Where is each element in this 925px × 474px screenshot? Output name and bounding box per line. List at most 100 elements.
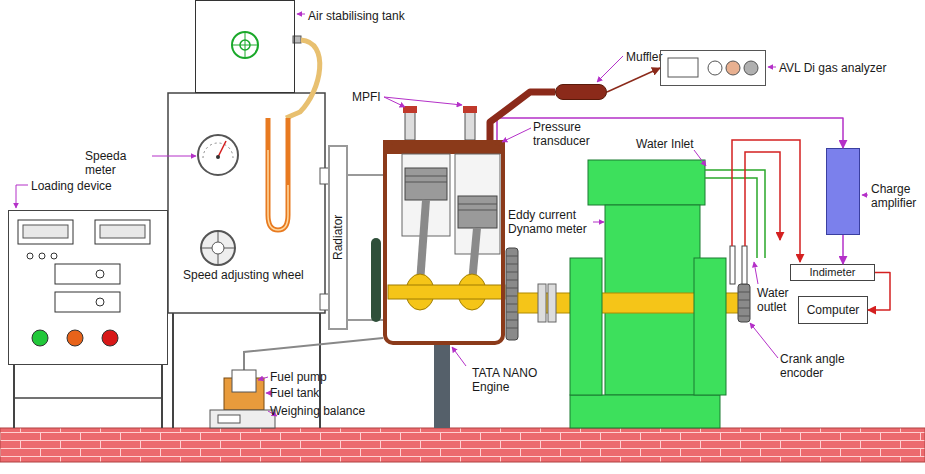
analyzer-detail bbox=[708, 61, 722, 75]
water-lines bbox=[705, 170, 765, 258]
loading-device-detail bbox=[161, 365, 163, 428]
leader-line bbox=[16, 185, 28, 208]
manometer bbox=[268, 150, 288, 230]
fuel-system bbox=[218, 415, 240, 423]
speed-adjusting-wheel bbox=[201, 231, 235, 265]
engine-cutaway bbox=[405, 168, 447, 200]
engine-cutaway bbox=[458, 210, 497, 211]
fuel-system bbox=[210, 338, 383, 428]
bearing-pedestal bbox=[570, 258, 602, 395]
speed-adjusting-wheel bbox=[201, 248, 212, 249]
loading-device-detail bbox=[32, 330, 48, 346]
engine-cutaway bbox=[420, 200, 426, 283]
speed-adjusting-wheel bbox=[212, 242, 224, 254]
computer-box: Computer bbox=[798, 296, 868, 324]
analyzer-detail bbox=[668, 58, 698, 77]
fuel-system bbox=[244, 338, 383, 372]
air-stabilising-tank: Air stabilising tank bbox=[195, 0, 295, 93]
engine-cutaway bbox=[388, 285, 505, 299]
engine-cutaway bbox=[405, 176, 447, 177]
bearing-pedestal bbox=[694, 258, 726, 395]
crank-angle-encoder bbox=[730, 246, 735, 284]
engine-block: TATA NANO Engine bbox=[383, 140, 505, 345]
part-label: Speeda meter bbox=[85, 149, 155, 177]
part-label: MPFI bbox=[352, 90, 392, 104]
speed-adjusting-wheel bbox=[218, 231, 219, 242]
air-tank-detail bbox=[232, 32, 320, 118]
speedometer bbox=[218, 141, 226, 157]
instrument-stand bbox=[172, 313, 174, 428]
part-label: Speed adjusting wheel bbox=[183, 268, 318, 282]
leader-line bbox=[593, 222, 604, 223]
loading-device-detail bbox=[95, 220, 150, 244]
speed-adjusting-wheel bbox=[224, 248, 235, 249]
manometer bbox=[268, 118, 288, 230]
bearing-pedestal bbox=[570, 258, 726, 395]
muffler: Muffler bbox=[555, 84, 607, 100]
analyzer-detail bbox=[726, 61, 740, 75]
part-label: Muffler bbox=[626, 50, 686, 64]
leader-line bbox=[258, 377, 268, 380]
part-label: Air stabilising tank bbox=[308, 9, 438, 23]
crank-angle-encoder bbox=[738, 292, 750, 316]
engine-cutaway bbox=[458, 204, 497, 205]
part-label: Weighing balance bbox=[270, 404, 370, 418]
part-label: Loading device bbox=[31, 179, 151, 193]
part-label: Water outlet bbox=[757, 286, 802, 314]
leader-line bbox=[750, 323, 778, 358]
flywheel-gear bbox=[506, 248, 518, 340]
speedometer bbox=[216, 155, 220, 159]
crank-angle-encoder bbox=[738, 284, 750, 322]
loading-device-detail bbox=[8, 210, 168, 365]
water-lines bbox=[705, 178, 757, 258]
leader-line bbox=[16, 14, 868, 416]
charge-amplifier: Charge amplifier bbox=[826, 148, 860, 235]
part-label: Crank angle encoder bbox=[780, 352, 855, 380]
part-label: Indimeter bbox=[791, 265, 874, 280]
loading-device-detail bbox=[23, 225, 68, 238]
speedometer bbox=[198, 135, 238, 175]
leader-line bbox=[152, 156, 196, 157]
part-label: Eddy current Dynamo meter bbox=[508, 208, 592, 236]
leader-line bbox=[502, 128, 531, 142]
engine-cutaway bbox=[463, 106, 477, 113]
loading-device-detail bbox=[39, 253, 45, 259]
coolant-pipe bbox=[348, 174, 383, 176]
part-label: TATA NANO Engine bbox=[472, 366, 546, 394]
leader-line bbox=[452, 347, 466, 366]
water-lines bbox=[705, 170, 765, 258]
part-label: Fuel tank bbox=[270, 386, 340, 400]
flywheel-gear bbox=[506, 248, 518, 340]
leader-line bbox=[862, 195, 868, 196]
drive-shaft bbox=[548, 284, 556, 322]
leader-line bbox=[597, 56, 623, 82]
speed-adjusting-wheel bbox=[201, 231, 235, 265]
part-label: Water Inlet bbox=[636, 137, 706, 151]
brick-floor bbox=[0, 428, 925, 462]
loading-device-detail bbox=[102, 330, 118, 346]
encoder-signal-wire bbox=[732, 140, 800, 262]
air-tank-detail bbox=[232, 45, 258, 46]
manometer bbox=[268, 118, 288, 230]
speedometer bbox=[203, 143, 233, 158]
air-tank-detail bbox=[286, 40, 320, 118]
drive-shaft bbox=[538, 284, 546, 322]
leader-line bbox=[754, 262, 758, 284]
engine-cutaway bbox=[465, 112, 475, 140]
part-label: Computer bbox=[799, 297, 867, 323]
loading-device-detail bbox=[100, 225, 145, 238]
gas-analyzer: AVL Di gas analyzer bbox=[660, 50, 766, 86]
leader-line bbox=[384, 97, 462, 105]
indimeter-box: Indimeter bbox=[790, 264, 875, 281]
engine-cutaway bbox=[371, 238, 381, 322]
loading-device-detail bbox=[13, 365, 15, 428]
loading-device-detail bbox=[18, 220, 73, 244]
loading-device-detail bbox=[96, 270, 104, 278]
engine-cutaway bbox=[458, 196, 497, 228]
instrument-stand bbox=[168, 93, 325, 313]
engine-cutaway bbox=[434, 345, 450, 428]
radiator: Radiator bbox=[328, 145, 348, 330]
loading-device-detail bbox=[67, 330, 83, 346]
engine-cutaway bbox=[403, 106, 417, 113]
